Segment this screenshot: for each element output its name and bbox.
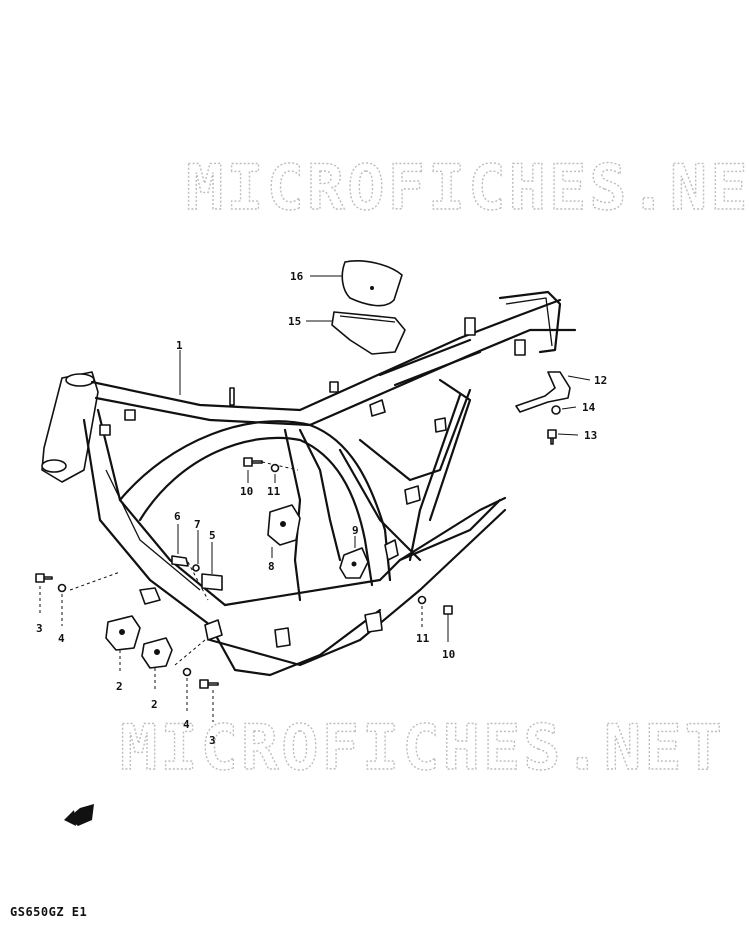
frame-body (41, 290, 577, 677)
callout-10-right: 10 (442, 648, 455, 661)
part-11-washer-right (417, 595, 427, 605)
part-4-washer-bottom (182, 667, 192, 677)
part-10-bolt-upper (243, 457, 263, 467)
callout-15: 15 (288, 315, 301, 328)
callout-3-left: 3 (36, 622, 43, 635)
callout-16: 16 (290, 270, 304, 283)
part-16-cushion (341, 260, 403, 307)
part-3-bolt-left (35, 573, 53, 583)
callout-2-a: 2 (116, 680, 123, 693)
callout-4-bottom: 4 (183, 718, 190, 731)
part-7-washer (192, 564, 200, 572)
part-5-bracket (201, 573, 223, 591)
part-13-bolt (547, 429, 557, 445)
part-10-bolt-right (443, 605, 453, 615)
callout-7: 7 (194, 518, 201, 531)
callout-2-b: 2 (151, 698, 158, 711)
part-3-bolt-bottom (199, 679, 219, 689)
callout-14: 14 (582, 401, 596, 414)
part-6-bolt (171, 555, 189, 567)
callout-9: 9 (352, 524, 359, 537)
callout-8: 8 (268, 560, 275, 573)
part-11-washer-upper (270, 463, 280, 473)
part-4-washer-left (57, 583, 67, 593)
callout-3-bottom: 3 (209, 734, 216, 747)
callout-11-upper: 11 (267, 485, 281, 498)
callout-4-left: 4 (58, 632, 65, 645)
callout-10-upper: 10 (240, 485, 253, 498)
callout-5: 5 (209, 529, 216, 542)
callout-13: 13 (584, 429, 597, 442)
part-12-bracket (515, 371, 571, 413)
callout-1: 1 (176, 339, 183, 352)
callout-6: 6 (174, 510, 181, 523)
watermark-top: MICROFICHES.NET (186, 151, 749, 224)
watermark-bottom: MICROFICHES.NET (120, 711, 725, 784)
callout-12: 12 (594, 374, 607, 387)
model-code: GS650GZ E1 (10, 905, 88, 919)
part-15-tray (331, 311, 406, 355)
part-14-washer (551, 405, 561, 415)
front-arrow-icon (64, 804, 94, 826)
callout-11-right: 11 (416, 632, 430, 645)
leader-lines (39, 275, 591, 722)
